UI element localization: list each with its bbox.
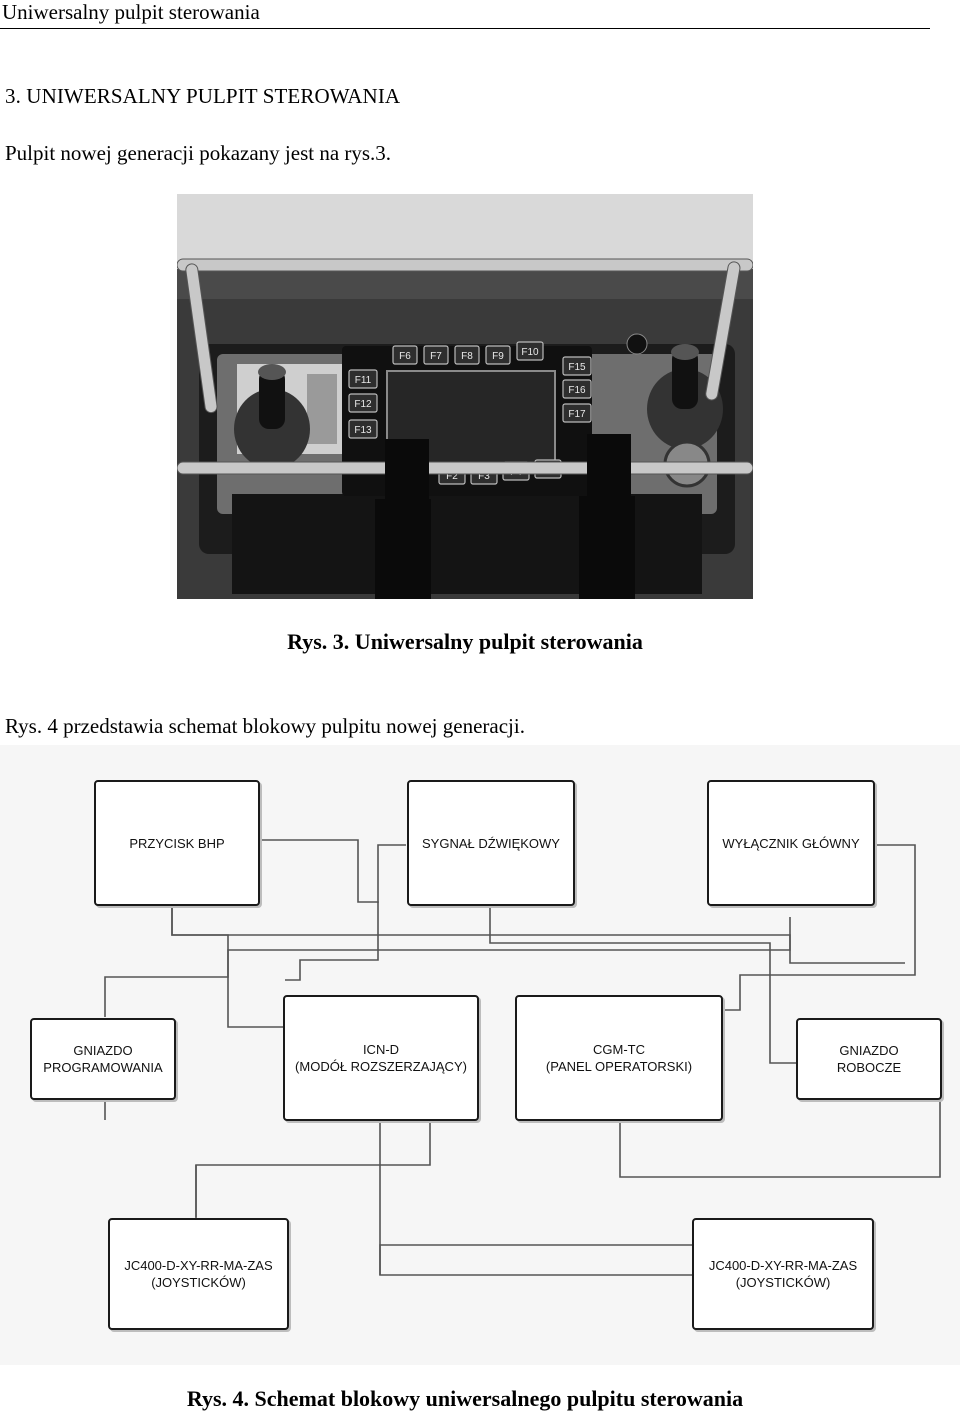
header-rule <box>0 28 930 29</box>
box-label: SYGNAŁ DŹWIĘKOWY <box>422 835 560 851</box>
box-label: CGM-TC (PANEL OPERATORSKI) <box>545 1042 693 1074</box>
box-label: ICN-D (MODÓŁ ROZSZERZAJĄCY) <box>295 1042 467 1074</box>
box-label: WYŁĄCZNIK GŁÓWNY <box>722 835 860 851</box>
box-wylacznik-glowny: WYŁĄCZNIK GŁÓWNY <box>707 780 875 906</box>
box-joystick-left: JC400-D-XY-RR-MA-ZAS (JOYSTICKÓW) <box>108 1218 289 1330</box>
key-label: F2 <box>446 471 458 482</box>
key-label: F17 <box>568 409 586 420</box>
key-label: F15 <box>568 362 586 373</box>
joystick-left-icon <box>234 364 310 469</box>
box-cgm-tc: CGM-TC (PANEL OPERATORSKI) <box>515 995 723 1121</box>
figure-4-reference-paragraph: Rys. 4 przedstawia schemat blokowy pulpi… <box>5 714 525 738</box>
box-label: JC400-D-XY-RR-MA-ZAS (JOYSTICKÓW) <box>124 1258 273 1290</box>
box-label: GNIAZDO ROBOCZE <box>836 1043 902 1075</box>
box-gniazdo-programowania: GNIAZDO PROGRAMOWANIA <box>30 1018 176 1100</box>
box-label: PRZYCISK BHP <box>129 835 225 851</box>
diagram-wires <box>104 839 941 1276</box>
figure-4-caption: Rys. 4. Schemat blokowy uniwersalnego pu… <box>186 1386 744 1411</box>
fkeys-left <box>348 369 378 439</box>
block-diagram: PRZYCISK BHP SYGNAŁ DŹWIĘKOWY WYŁĄCZNIK … <box>0 745 960 1365</box>
box-gniazdo-robocze: GNIAZDO ROBOCZE <box>796 1018 942 1100</box>
key-label: F11 <box>355 375 372 386</box>
key-label: F8 <box>461 351 473 362</box>
box-joystick-right: JC400-D-XY-RR-MA-ZAS (JOYSTICKÓW) <box>692 1218 874 1330</box>
box-przycisk-bhp: PRZYCISK BHP <box>94 780 260 906</box>
key-label: F3 <box>478 471 490 482</box>
key-label: F6 <box>399 351 411 362</box>
key-label: F12 <box>354 399 372 410</box>
section-heading: 3. UNIWERSALNY PULPIT STEROWANIA <box>5 84 401 108</box>
intro-paragraph: Pulpit nowej generacji pokazany jest na … <box>5 141 392 165</box>
key-label: F7 <box>430 351 442 362</box>
key-label: F9 <box>492 351 504 362</box>
box-label: GNIAZDO PROGRAMOWANIA <box>43 1043 163 1075</box>
running-header: Uniwersalny pulpit sterowania <box>2 0 260 24</box>
key-label: F10 <box>521 347 539 358</box>
fkeys-top <box>392 341 544 365</box>
joystick-right-icon <box>647 344 723 449</box>
figure-3-caption: Rys. 3. Uniwersalny pulpit sterowania <box>287 629 643 654</box>
key-label: F16 <box>568 385 586 396</box>
strap <box>375 434 635 599</box>
box-label: JC400-D-XY-RR-MA-ZAS (JOYSTICKÓW) <box>708 1258 858 1290</box>
control-panel-photo: F6 F7 F8 F9 F10 F11 F12 F13 F15 F16 F17 … <box>177 194 753 599</box>
fkeys-right <box>562 356 592 423</box>
box-icn-d: ICN-D (MODÓŁ ROZSZERZAJĄCY) <box>283 995 479 1121</box>
box-sygnal-dzwiekowy: SYGNAŁ DŹWIĘKOWY <box>407 780 575 906</box>
key-label: F13 <box>354 425 372 436</box>
